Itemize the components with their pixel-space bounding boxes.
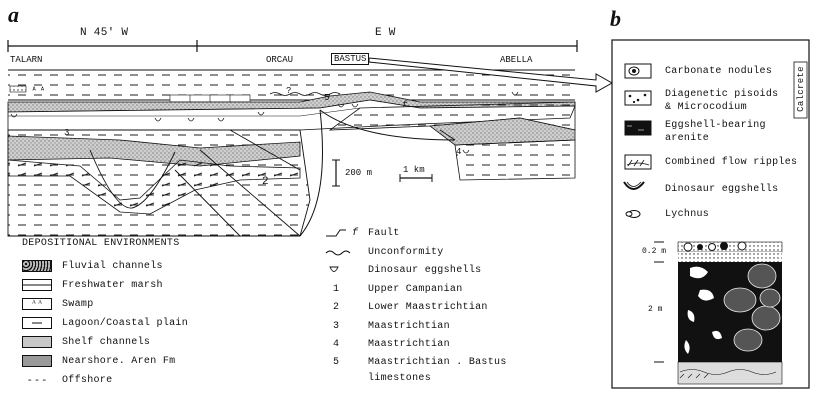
legend-env-offshore: - - - Offshore [22, 372, 112, 388]
lagoon-swatch-icon [22, 317, 52, 329]
unit-label-3: 3 [64, 128, 69, 138]
legend-label-5-line2: limestones [368, 373, 431, 384]
unit-label-4: 4 [456, 147, 461, 157]
legend-b-pisoids-2: & Microcodium [665, 102, 747, 113]
scale-vertical-label: 200 m [345, 168, 372, 178]
legend-num-1: 1 [333, 284, 339, 295]
column-scale-top: 0.2 m [642, 247, 666, 256]
legend-b-carbonate: Carbonate nodules [665, 66, 772, 77]
swamp-swatch-icon: ᴬ ᴬ [22, 298, 52, 310]
legend-b-arenite-2: arenite [665, 133, 709, 144]
marsh-swatch-icon [22, 279, 52, 291]
panel-b-letter: b [610, 6, 621, 32]
legend-label-3: Maastrichtian [368, 321, 450, 332]
legend-env-label: Nearshore. Aren Fm [62, 356, 175, 367]
svg-text:ᴬ ᴬ: ᴬ ᴬ [32, 86, 45, 95]
question-mark: ? [286, 86, 291, 96]
nearshore-swatch-icon [22, 355, 52, 367]
legend-b-arenite: Eggshell-bearing [665, 120, 766, 131]
legend-b-eggshells: Dinosaur eggshells [665, 184, 778, 195]
legend-b-pisoids: Diagenetic pisoids [665, 89, 778, 100]
legend-symbol-fault: Fault [368, 228, 400, 239]
legend-env-label: Shelf channels [62, 337, 150, 348]
legend-b-ripples: Combined flow ripples [665, 157, 797, 168]
legend-env-label: Freshwater marsh [62, 280, 163, 291]
unit-label-2: 2 [262, 176, 269, 188]
legend-num-5: 5 [333, 357, 339, 368]
column-scale-main: 2 m [648, 305, 662, 314]
legend-num-4: 4 [333, 339, 339, 350]
legend-env-nearshore: Nearshore. Aren Fm [22, 353, 175, 369]
legend-label-2: Lower Maastrichtian [368, 302, 488, 313]
calcrete-label: Calcrete [796, 66, 806, 112]
legend-label-1: Upper Campanian [368, 284, 463, 295]
legend-label-4: Maastrichtian [368, 339, 450, 350]
fluvial-swatch-icon [22, 260, 52, 272]
legend-env-fluvial: Fluvial channels [22, 258, 163, 274]
legend-label-5: Maastrichtian . Bastus [368, 357, 507, 368]
legend-env-label: Fluvial channels [62, 261, 163, 272]
legend-env-swamp: ᴬ ᴬ Swamp [22, 296, 94, 312]
legend-num-2: 2 [333, 302, 339, 313]
legend-env-label: Lagoon/Coastal plain [62, 318, 188, 329]
legend-symbol-unconformity: Unconformity [368, 247, 444, 258]
legend-symbol-f: f [352, 228, 358, 239]
unit-label-5: 5 [324, 93, 329, 103]
offshore-swatch-icon: - - - [22, 374, 52, 386]
scale-horizontal-label: 1 km [403, 165, 425, 175]
legend-env-label: Swamp [62, 299, 94, 310]
legend-title: DEPOSITIONAL ENVIRONMENTS [22, 238, 180, 249]
legend-env-label: Offshore [62, 375, 112, 386]
legend-env-shelf: Shelf channels [22, 334, 150, 350]
fault-f-label: f [402, 100, 407, 110]
legend-env-marsh: Freshwater marsh [22, 277, 163, 293]
legend-num-3: 3 [333, 321, 339, 332]
shelf-swatch-icon [22, 336, 52, 348]
legend-b-lychnus: Lychnus [665, 209, 709, 220]
legend-symbol-eggshells: Dinosaur eggshells [368, 265, 481, 276]
legend-env-lagoon: Lagoon/Coastal plain [22, 315, 188, 331]
